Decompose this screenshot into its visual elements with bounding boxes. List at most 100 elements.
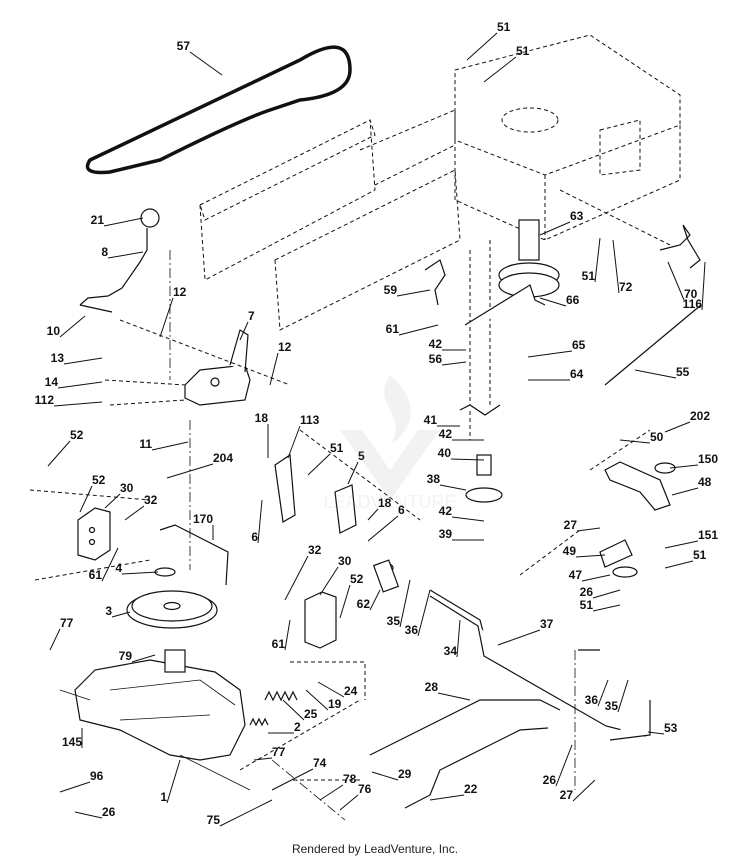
callout-label: 70 [684,287,698,301]
leader-line [664,560,694,569]
callout-label: 50 [650,430,664,444]
leader-line [347,461,359,485]
callout-label: 26 [102,805,116,819]
leader-line [47,440,71,467]
callout-label: 52 [350,572,364,586]
leader-line [59,315,86,338]
leader-line [104,493,121,509]
callout-label: 26 [580,585,594,599]
leader-line [121,571,159,575]
rod-70 [659,224,701,269]
svg-text:LEADVENTURE: LEADVENTURE [323,492,456,510]
callout-label: 24 [344,684,358,698]
leader-line [319,566,339,596]
bracket-5 [334,484,357,534]
callout-label: 72 [619,280,633,294]
callout-label: 49 [563,544,577,558]
bracket-113 [274,453,296,523]
spring-clip-59 [424,259,446,306]
callout-label: 116 [683,297,703,311]
leader-line [151,441,189,451]
callout-label: 35 [605,699,619,713]
leader-line [305,689,329,711]
callout-label: 52 [92,473,106,487]
callout-label: 18 [255,411,269,425]
leader-line [581,574,611,582]
callout-label: 77 [272,745,286,759]
leader-line [63,357,103,365]
callout-label: 42 [439,504,453,518]
callout-label: 204 [213,451,233,465]
drive-belt [85,45,352,175]
leader-line [57,381,103,389]
leader-line [287,425,301,459]
leader-line [253,757,273,761]
callout-label: 3 [105,604,112,618]
callout-label: 26 [543,773,557,787]
leader-line [671,487,699,496]
callout-label: 51 [497,20,511,34]
callout-label: 113 [300,413,320,427]
flame-v-logo-icon: LEADVENTURE [323,375,457,510]
leader-line [317,681,345,698]
callout-label: 151 [698,528,718,542]
callout-label: 96 [90,769,104,783]
leader-line [53,401,103,407]
callout-label: 2 [294,720,301,734]
leader-line [576,527,601,532]
callout-label: 29 [398,767,412,781]
leader-line [592,604,621,612]
leader-line [594,237,601,283]
leader-line [399,579,411,628]
rod-170 [159,524,229,586]
callout-label: 11 [139,437,152,451]
callout-label: 51 [580,598,594,612]
shift-bracket [184,329,251,406]
leader-line [319,784,344,801]
callout-label: 18 [378,496,392,510]
callout-label: 75 [207,813,221,827]
leader-line [367,508,379,521]
callout-label: 6 [398,503,405,517]
callout-label: 61 [89,568,103,582]
leader-line [107,251,144,259]
callout-label: 27 [564,518,578,532]
leader-line [131,654,156,663]
idler-pulley-38 [465,487,503,503]
leader-line [398,324,439,336]
callout-label: 42 [439,427,453,441]
leader-line [271,768,314,791]
leader-line [592,589,621,599]
callout-label: 27 [560,788,574,802]
leader-line [664,421,691,433]
callout-label: 77 [60,616,74,630]
leader-line [307,453,331,476]
leader-line [483,56,517,83]
leader-line [466,32,498,61]
leader-line [612,239,620,294]
leader-line [664,540,699,549]
callout-label: 61 [272,637,286,651]
callout-label: 55 [676,365,690,379]
callout-label: 5 [358,449,365,463]
callout-label: 64 [570,367,584,381]
callout-label: 22 [464,782,478,796]
callout-label: 36 [585,693,599,707]
spring-41 [459,404,501,416]
leader-line [647,731,665,735]
callout-label: 32 [144,493,158,507]
callout-label: 4 [115,561,122,575]
leader-line [555,744,573,787]
callout-label: 14 [45,375,59,389]
callout-label: 112 [35,393,55,407]
callout-label: 53 [664,721,678,735]
callout-label: 41 [424,413,438,427]
callout-label: 19 [328,697,342,711]
callout-label: 12 [173,285,187,299]
leader-line [417,589,431,637]
leader-line [111,611,131,618]
leader-line [219,799,273,827]
callout-label: 150 [698,452,718,466]
